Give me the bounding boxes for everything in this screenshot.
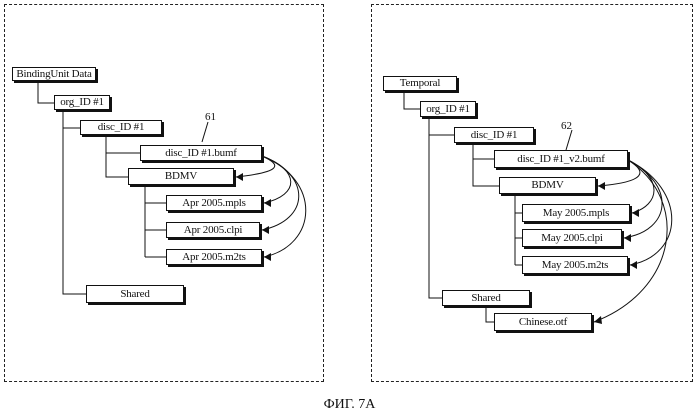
- figure-caption: ФИГ. 7А: [0, 398, 699, 412]
- right-ref-number: 62: [561, 121, 572, 132]
- ref-61-leader: [202, 122, 208, 142]
- right-connector-root-org: [404, 92, 420, 109]
- left-arrowhead-mpls: [264, 199, 271, 207]
- right-font-node: Chinese.otf: [494, 313, 592, 331]
- left-disc-node: disc_ID #1: [80, 120, 162, 135]
- right-bdmv-node: BDMV: [499, 177, 596, 194]
- left-org-node: org_ID #1: [54, 95, 110, 110]
- right-root-node: Temporal: [383, 76, 457, 91]
- left-bumf-node: disc_ID #1.bumf: [140, 145, 262, 161]
- left-bdmv-node: BDMV: [128, 168, 234, 185]
- left-arrowhead-m2ts: [264, 253, 271, 261]
- right-connector-disc-bumf: [473, 144, 494, 159]
- right-arrowhead-bdmv: [598, 182, 605, 190]
- right-org-node: org_ID #1: [420, 101, 476, 117]
- ref-62-leader: [566, 130, 572, 150]
- left-file-m2ts-node: Apr 2005.m2ts: [166, 249, 262, 265]
- right-shared-node: Shared: [442, 290, 530, 306]
- left-ref-number: 61: [205, 112, 216, 123]
- left-connector-org-shared: [63, 111, 86, 294]
- right-connector-org-shared: [429, 117, 442, 298]
- right-file-clpi-node: May 2005.clpi: [522, 229, 622, 247]
- left-shared-node: Shared: [86, 285, 184, 303]
- left-file-clpi-node: Apr 2005.clpi: [166, 222, 260, 238]
- left-arrowhead-bdmv: [236, 173, 243, 181]
- right-connector-bdmv-files: [515, 194, 522, 265]
- right-file-mpls-node: May 2005.mpls: [522, 204, 630, 222]
- left-root-node: BindingUnit Data: [12, 67, 96, 81]
- right-file-m2ts-node: May 2005.m2ts: [522, 256, 628, 274]
- right-arrowhead-font: [594, 316, 602, 324]
- right-arrowhead-clpi: [624, 234, 631, 242]
- right-connector-shared-font: [486, 306, 494, 322]
- left-connector-root-org: [38, 79, 54, 103]
- left-file-mpls-node: Apr 2005.mpls: [166, 195, 262, 211]
- left-connector-disc-bumf: [106, 136, 140, 153]
- right-bumf-node: disc_ID #1_v2.bumf: [494, 150, 628, 168]
- right-arrowhead-mpls: [632, 209, 639, 217]
- left-connector-disc-bdmv: [106, 136, 128, 177]
- right-disc-node: disc_ID #1: [454, 127, 534, 143]
- right-connector-org-disc: [429, 117, 454, 135]
- left-connector-org-disc: [63, 111, 80, 128]
- right-arrowhead-m2ts: [630, 261, 637, 269]
- left-arc-clpi: [262, 156, 299, 230]
- left-connector-bdmv-files: [145, 185, 166, 257]
- left-arrowhead-clpi: [262, 226, 269, 234]
